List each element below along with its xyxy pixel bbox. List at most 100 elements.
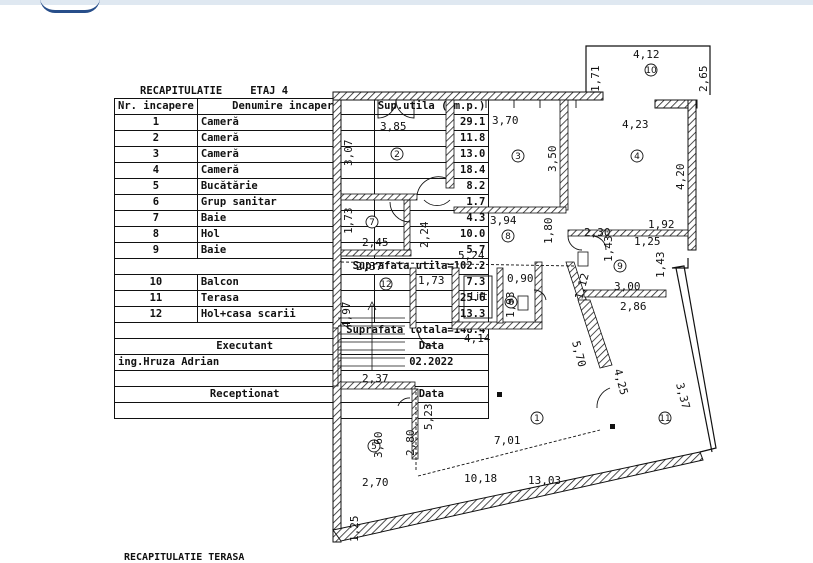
- wall-1-east: [577, 299, 613, 369]
- dim-room5-height: 3,60: [372, 432, 385, 459]
- door-8: [423, 199, 451, 206]
- room-numbers: 1 2 3 4 5 6 7 8 9 10 11 12: [369, 66, 671, 452]
- wall-3-bottom: [453, 206, 567, 214]
- outer-walls: [332, 91, 704, 543]
- room-number-12: 12: [380, 280, 391, 290]
- dim-room1-corner: 2,86: [620, 300, 647, 313]
- door-4: [591, 235, 607, 251]
- dim-balcony-width: 4,12: [633, 48, 660, 61]
- wall-2-3: [445, 99, 455, 189]
- north-wall-east: [654, 99, 698, 109]
- door-2-left: [377, 99, 397, 119]
- dim-south-edge: 1,25: [348, 516, 361, 543]
- wall-9-south: [583, 289, 667, 298]
- terrace-inner: [675, 267, 713, 453]
- dim-balcony-left: 1,71: [589, 66, 602, 93]
- dim-room8-width: 3,94: [490, 214, 517, 227]
- dim-room5-inner: 2,80: [404, 430, 417, 457]
- dashed-line-2: [417, 429, 601, 477]
- room-number-1: 1: [534, 414, 540, 424]
- dim-room1-door: 4,25: [611, 367, 630, 396]
- dim-terrace: 3,37: [673, 381, 692, 410]
- column-marker-2: [610, 424, 615, 429]
- dashed-line-1: [340, 261, 575, 267]
- dim-room8-right: 1,80: [542, 218, 555, 245]
- dim-south-total: 13,03: [528, 474, 561, 487]
- door-9: [567, 235, 583, 251]
- room-area: 13.3: [373, 306, 490, 323]
- room-number-11: 11: [659, 414, 670, 424]
- dim-stair-bottom: 2,37: [362, 372, 389, 385]
- door-6: [533, 289, 547, 301]
- dim-room7-height: 1,73: [342, 208, 355, 235]
- dim-room4-height: 4,20: [674, 164, 687, 191]
- balcony-outline: [585, 45, 711, 95]
- room-number-4: 4: [634, 152, 640, 162]
- logo-fragment: [40, 0, 100, 13]
- dim-room1-width: 7,01: [494, 434, 521, 447]
- door-12: [417, 329, 435, 347]
- lift-label: Lift: [470, 290, 488, 303]
- room-number-5: 5: [371, 442, 377, 452]
- dim-room9-width: 2,30: [584, 226, 611, 239]
- dim-balcony-right: 2,65: [697, 66, 710, 93]
- wall-7-bottom: [340, 249, 412, 257]
- recap-table: Nr. incapere Denumire incapere Sup.utila…: [113, 98, 490, 419]
- bath-fixture: [577, 251, 589, 267]
- wall-12-east: [409, 267, 417, 329]
- east-wall: [687, 99, 697, 251]
- dim-room12-top: 2,37: [356, 260, 383, 273]
- dim-room2-height: 3,07: [342, 140, 355, 167]
- interior-walls: [332, 99, 689, 460]
- dim-room2-width: 3,85: [380, 120, 407, 133]
- receptionat-row: Receptionat Data: [114, 386, 490, 403]
- lift-shaft: [463, 275, 493, 319]
- room-area: 8.2: [373, 178, 490, 195]
- dim-room9-small: 1,25: [634, 235, 661, 248]
- dim-south-inner: 10,18: [464, 472, 497, 485]
- north-wall: [332, 91, 604, 101]
- room-number-10: 10: [645, 66, 657, 76]
- dim-stair-length: 4,97: [340, 302, 353, 329]
- door-5: [397, 397, 411, 407]
- dashed-openings: [340, 261, 601, 477]
- room-number-2: 2: [394, 150, 400, 160]
- dim-room1-diag: 5,70: [569, 339, 588, 368]
- balcony-rail: [585, 45, 711, 95]
- header-name: Denumire incapere: [196, 98, 375, 115]
- wall-5-top: [340, 381, 416, 390]
- dim-hall-5: 5,23: [422, 404, 435, 431]
- wall-7-east: [403, 199, 411, 251]
- column-marker: [497, 392, 502, 397]
- wall-3-4: [559, 99, 569, 211]
- door-7: [389, 201, 411, 223]
- door-3: [485, 100, 515, 108]
- south-wall: [332, 451, 704, 542]
- room-number-7: 7: [369, 218, 375, 228]
- dim-room9-side: 1,43: [654, 252, 667, 279]
- dim-room4-bottom: 1,92: [648, 218, 675, 231]
- door-3b: [539, 100, 577, 108]
- toilet-fixture: [517, 295, 529, 311]
- next-recap-title: RECAPITULATIE TERASA: [124, 552, 245, 563]
- terrace-outline: [671, 258, 717, 453]
- executant-row: Executant Data: [114, 338, 490, 355]
- room-number-6: 6: [508, 298, 514, 308]
- lift-west: [451, 267, 460, 324]
- dim-wc-depth: 1,93: [504, 292, 517, 319]
- dim-hall-length: 5,24: [458, 249, 485, 262]
- room-number-9: 9: [617, 262, 623, 272]
- blank-row-2: [113, 402, 490, 419]
- stair-wall: [332, 327, 339, 387]
- door-2-right: [395, 99, 415, 119]
- dimension-labels: 4,12 1,71 2,65 3,85 3,70 4,23 3,07 3,50 …: [340, 48, 710, 542]
- dim-room3-width: 3,70: [492, 114, 519, 127]
- dim-room8-height: 2,24: [418, 221, 431, 248]
